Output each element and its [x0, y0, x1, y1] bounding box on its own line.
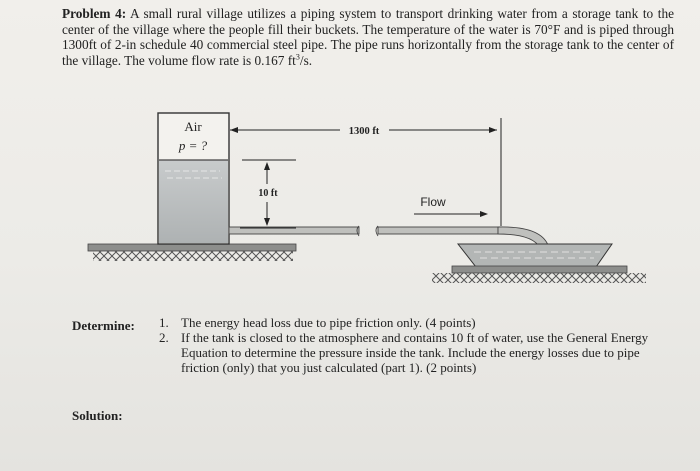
item-number: 1. — [159, 315, 169, 330]
determine-label: Determine: — [72, 318, 135, 333]
problem-statement: Problem 4: A small rural village utilize… — [62, 6, 674, 68]
flow-label: Flow — [420, 195, 446, 209]
height-dimension — [240, 159, 296, 229]
determine-item-1: 1. The energy head loss due to pipe fric… — [159, 315, 655, 330]
item-text: If the tank is closed to the atmosphere … — [181, 330, 649, 375]
pressure-label: p = ? — [178, 138, 208, 153]
left-ground — [87, 243, 297, 261]
solution-label: Solution: — [72, 408, 123, 423]
determine-list: 1. The energy head loss due to pipe fric… — [159, 315, 655, 375]
length-label: 1300 ft — [349, 126, 380, 137]
pipe — [228, 225, 549, 249]
village-basin — [432, 243, 646, 283]
flow-arrow — [414, 211, 488, 217]
determine-item-2: 2. If the tank is closed to the atmosphe… — [159, 330, 655, 375]
problem-label: Problem 4: — [62, 6, 127, 21]
tank-air-label: Air — [184, 119, 202, 134]
problem-text: A small rural village utilizes a piping … — [62, 6, 674, 68]
height-label: 10 ft — [258, 188, 278, 199]
problem-exponent: 3 — [295, 52, 300, 62]
storage-tank — [157, 112, 230, 245]
item-number: 2. — [159, 330, 169, 345]
problem-text-end: /s. — [299, 52, 313, 68]
item-text: The energy head loss due to pipe frictio… — [181, 315, 476, 330]
length-dimension — [230, 118, 502, 226]
